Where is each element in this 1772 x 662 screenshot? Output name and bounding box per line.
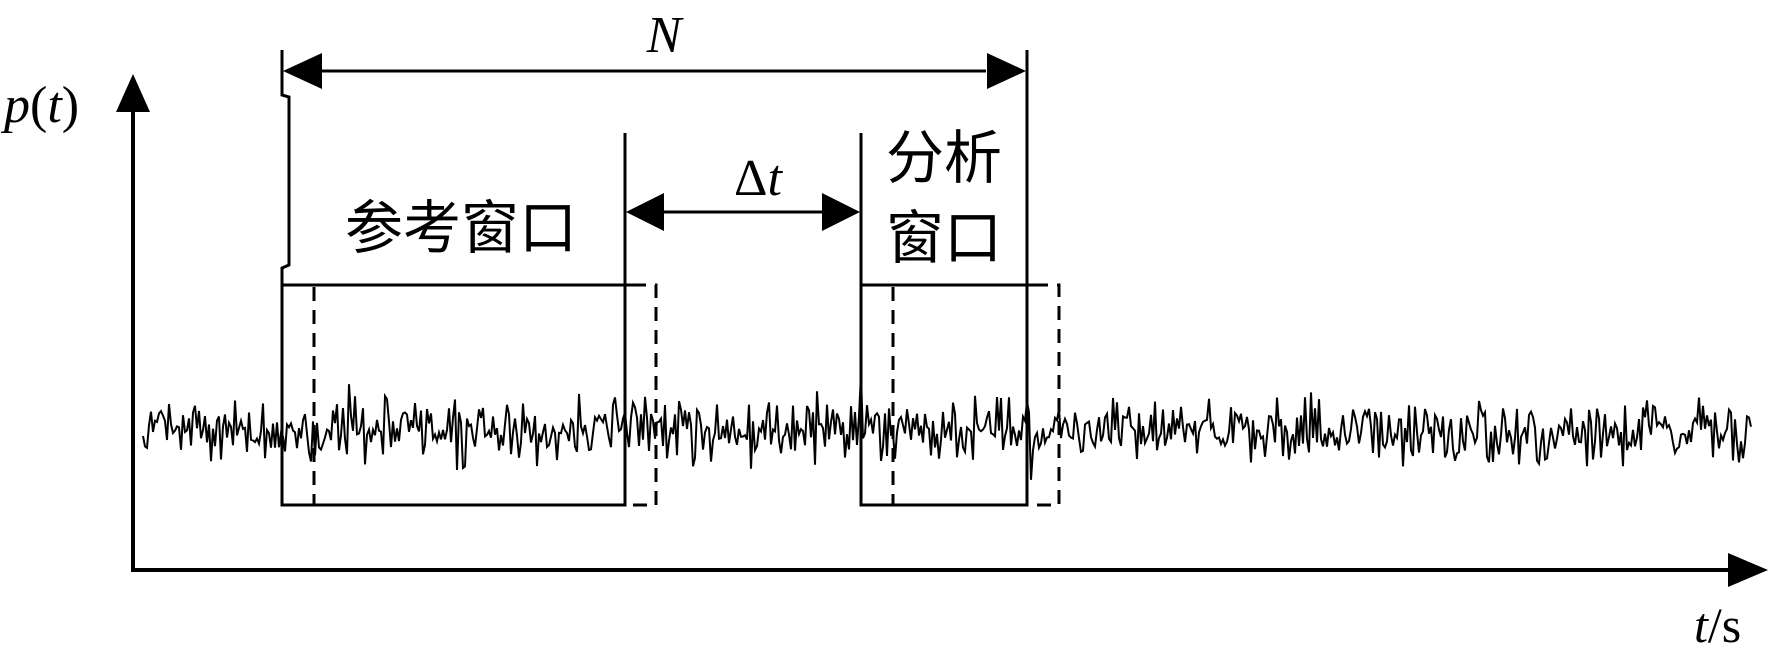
analysis-window-shifted [891,283,1061,507]
reference-window-outline [280,133,627,507]
span-n-left-arrowhead [283,53,322,89]
delta-t-left-arrowhead [626,193,664,231]
reference-window-label: 参考窗口 [345,194,577,262]
span-left-boundary [280,50,291,285]
delta-t-right-arrowhead [822,193,860,231]
y-axis-label: p(t) [0,77,79,134]
span-n-label: N [646,7,685,64]
reference-window-shifted [312,283,658,507]
analysis-window-label-line1: 分析 [886,124,1002,192]
x-axis-label: t/s [1694,597,1741,653]
y-axis-arrowhead [116,74,150,112]
x-axis-arrowhead [1728,553,1768,587]
analysis-window-outline [859,50,1029,507]
analysis-window-label-line2: 窗口 [886,204,1002,272]
delta-t-label: Δt [734,150,783,207]
span-n-right-arrowhead [987,53,1026,89]
signal-trace [142,374,1752,480]
